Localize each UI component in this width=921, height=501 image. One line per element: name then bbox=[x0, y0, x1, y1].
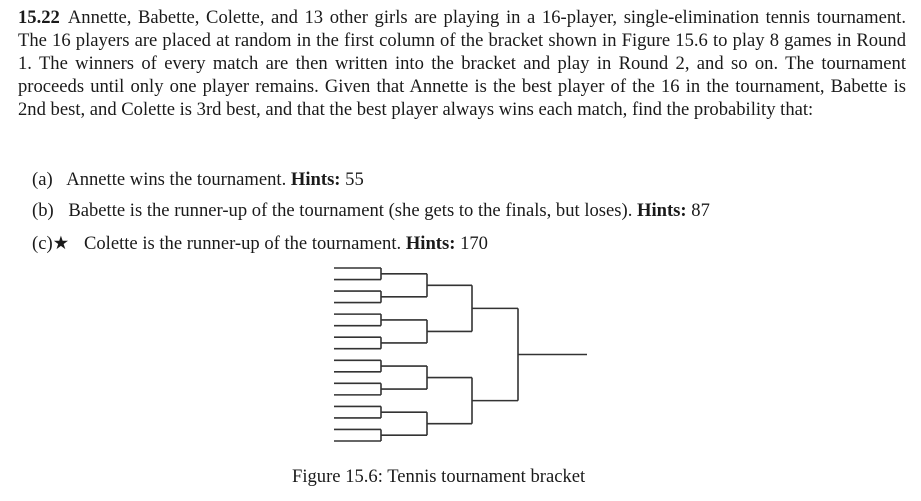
hints-value: 170 bbox=[460, 233, 488, 254]
hints-label: Hints: bbox=[290, 169, 341, 190]
part-label: (b) bbox=[32, 200, 54, 221]
part-text: Annette wins the tournament. bbox=[66, 169, 287, 190]
hints-label: Hints: bbox=[405, 233, 456, 254]
part-a: (a) Annette wins the tournament. Hints: … bbox=[32, 168, 364, 191]
problem-number: 15.22 bbox=[18, 7, 60, 28]
part-text: Colette is the runner-up of the tourname… bbox=[83, 233, 402, 254]
figure-caption: Figure 15.6: Tennis tournament bracket bbox=[292, 466, 586, 487]
part-text: Babette is the runner-up of the tourname… bbox=[68, 200, 633, 221]
hints-value: 87 bbox=[691, 200, 710, 221]
hints-value: 55 bbox=[345, 169, 364, 190]
part-label: (a) bbox=[32, 169, 53, 190]
part-c: (c)★ Colette is the runner-up of the tou… bbox=[32, 232, 488, 255]
problem-text: Annette, Babette, Colette, and 13 other … bbox=[18, 7, 906, 120]
hints-label: Hints: bbox=[637, 200, 687, 221]
part-label: (c)★ bbox=[32, 233, 70, 254]
part-b: (b) Babette is the runner-up of the tour… bbox=[32, 199, 710, 222]
